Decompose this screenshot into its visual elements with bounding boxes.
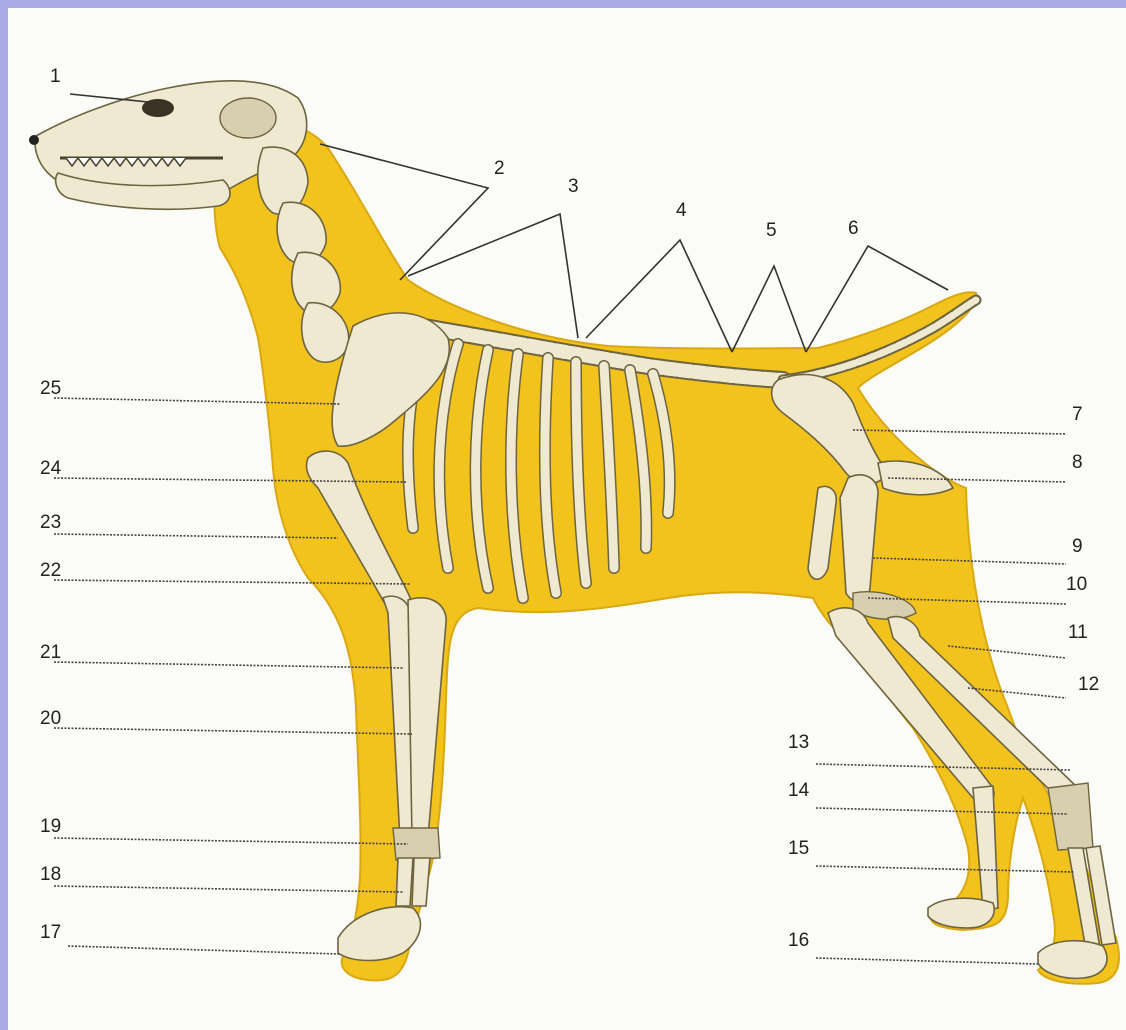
label-22: 22 [40,560,61,581]
label-21: 21 [40,642,61,663]
label-14: 14 [788,780,810,801]
label-19: 19 [40,816,61,837]
label-11: 11 [1068,622,1088,643]
label-9: 9 [1072,536,1083,557]
label-5: 5 [766,220,777,241]
label-15: 15 [788,838,809,859]
label-2: 2 [494,158,505,179]
label-20: 20 [40,708,61,729]
leader-18 [54,886,403,892]
dog-skeleton-diagram: 1 2 3 4 5 6 7 8 9 10 11 12 13 14 15 16 1… [8,8,1126,1030]
label-10: 10 [1066,574,1087,595]
label-23: 23 [40,512,61,533]
label-24: 24 [40,458,62,479]
label-1: 1 [50,66,61,87]
leader-4 [586,240,732,352]
leader-5 [732,266,806,352]
label-16: 16 [788,930,809,951]
label-7: 7 [1072,404,1083,425]
label-12: 12 [1078,674,1099,695]
leader-19 [54,838,408,844]
figure-frame: 1 2 3 4 5 6 7 8 9 10 11 12 13 14 15 16 1… [8,8,1126,1030]
label-3: 3 [568,176,579,197]
leader-15 [816,866,1074,872]
label-18: 18 [40,864,61,885]
leader-17 [68,946,340,954]
label-4: 4 [676,200,687,221]
label-8: 8 [1072,452,1083,473]
label-6: 6 [848,218,859,239]
label-13: 13 [788,732,809,753]
label-25: 25 [40,378,61,399]
leader-16 [816,958,1038,964]
label-17: 17 [40,922,61,943]
